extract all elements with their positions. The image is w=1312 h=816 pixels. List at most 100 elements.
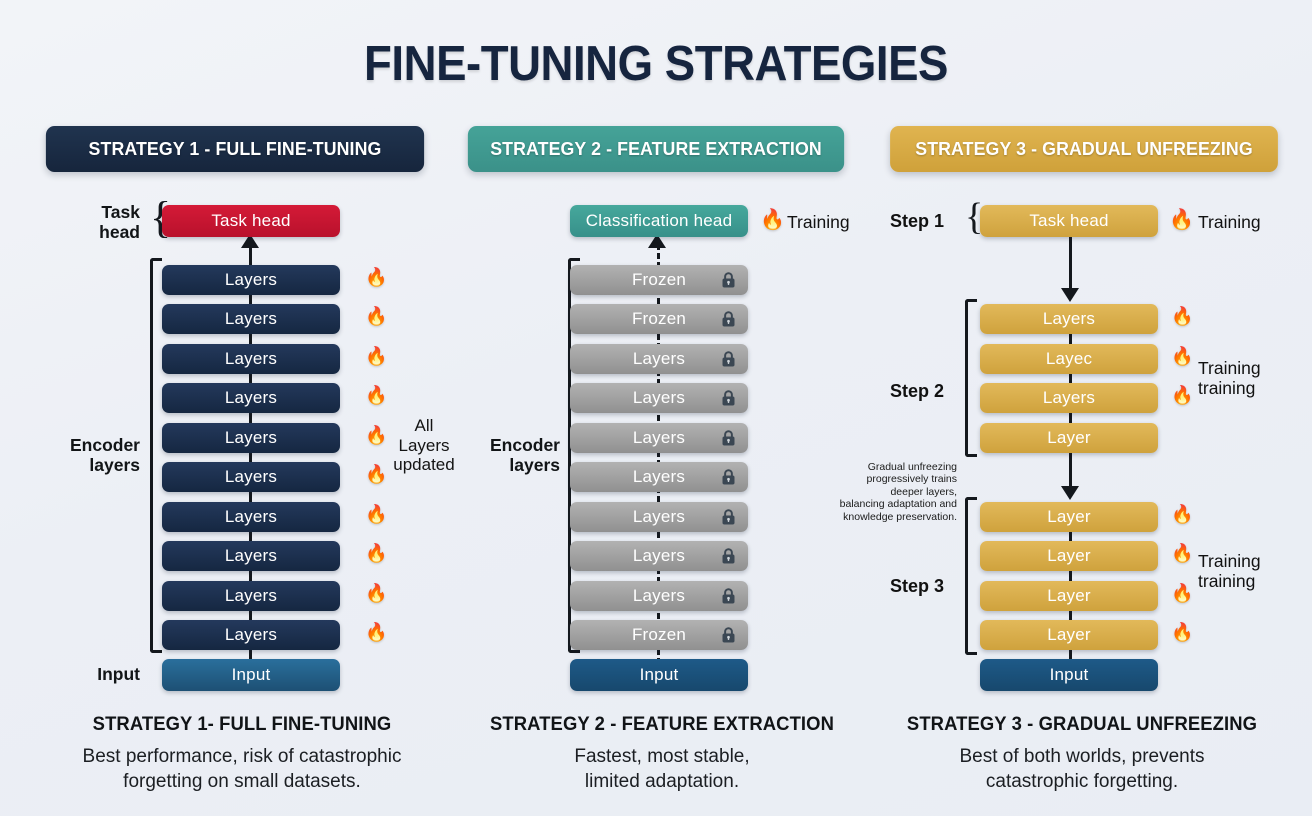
bracket-step-3 <box>965 497 977 655</box>
banner-strategy-1: STRATEGY 1 - FULL FINE-TUNING <box>45 126 425 172</box>
footer-title: STRATEGY 2 - FEATURE EXTRACTION <box>490 714 834 736</box>
banner-strategy-2: STRATEGY 2 - FEATURE EXTRACTION <box>467 126 845 172</box>
flow-spine-step1-2 <box>1069 236 1072 293</box>
lock-icon <box>722 390 735 406</box>
flame-icon: 🔥 <box>1171 504 1194 524</box>
classification-head-bar[interactable]: Classification head <box>570 205 748 237</box>
lock-icon <box>722 272 735 288</box>
lock-icon <box>722 509 735 525</box>
layer-bar[interactable]: Frozen <box>570 620 748 650</box>
layer-bar[interactable]: Layers <box>570 462 748 492</box>
flow-arrow-down-1 <box>1061 288 1079 302</box>
footer-strategy-3: STRATEGY 3 - GRADUAL UNFREEZING Best of … <box>872 714 1292 794</box>
lock-icon <box>722 351 735 367</box>
footer-strategy-2: STRATEGY 2 - FEATURE EXTRACTION Fastest,… <box>452 714 872 794</box>
flame-icon: 🔥 <box>1171 543 1194 563</box>
layer-bar[interactable]: Layers <box>570 502 748 532</box>
layer-bar[interactable]: Layers <box>162 265 340 295</box>
note-all-layers-updated: All Layers updated <box>393 416 455 475</box>
layer-bar[interactable]: Layer <box>980 541 1158 571</box>
flow-arrow-up-2 <box>648 234 666 248</box>
lock-icon <box>722 469 735 485</box>
layer-bar[interactable]: Layers <box>570 541 748 571</box>
layer-bar[interactable]: Layers <box>980 383 1158 413</box>
label-encoder-layers: Encoder layers <box>69 435 140 475</box>
flame-icon: 🔥 <box>365 583 388 603</box>
layer-bar[interactable]: Layec <box>980 344 1158 374</box>
label-encoder-layers: Encoder layers <box>489 435 560 475</box>
task-head-bar[interactable]: Task head <box>980 205 1158 237</box>
bracket-encoder-layers <box>568 258 580 653</box>
brace-step-1: { <box>965 196 984 238</box>
flow-spine-1 <box>249 244 252 664</box>
label-step-3: Step 3 <box>890 576 945 596</box>
flame-icon: 🔥 <box>1171 583 1194 603</box>
input-bar[interactable]: Input <box>980 659 1158 691</box>
flame-icon: 🔥 <box>365 346 388 366</box>
lock-icon <box>722 430 735 446</box>
bracket-encoder-layers <box>150 258 162 653</box>
flame-icon: 🔥 <box>1169 209 1194 231</box>
flame-icon: 🔥 <box>365 267 388 287</box>
footer-title: STRATEGY 1- FULL FINE-TUNING <box>92 714 392 736</box>
flow-spine-2 <box>657 244 660 664</box>
layer-bar[interactable]: Layers <box>162 541 340 571</box>
flame-icon: 🔥 <box>365 306 388 326</box>
column-strategy-1: STRATEGY 1 - FULL FINE-TUNING Task head … <box>22 0 462 816</box>
lock-icon <box>722 627 735 643</box>
column-strategy-3: STRATEGY 3 - GRADUAL UNFREEZING Step 1 {… <box>840 0 1292 816</box>
flame-icon: 🔥 <box>1171 346 1194 366</box>
label-step-1: Step 1 <box>890 211 945 231</box>
layer-bar[interactable]: Layer <box>980 502 1158 532</box>
flow-arrow-down-2 <box>1061 486 1079 500</box>
input-bar[interactable]: Input <box>570 659 748 691</box>
flame-icon: 🔥 <box>365 622 388 642</box>
flame-icon: 🔥 <box>760 209 785 231</box>
label-step-2: Step 2 <box>890 381 945 401</box>
layer-bar[interactable]: Layer <box>980 423 1158 453</box>
layer-bar[interactable]: Layer <box>980 620 1158 650</box>
footer-title: STRATEGY 3 - GRADUAL UNFREEZING <box>906 714 1258 736</box>
layer-bar[interactable]: Layer <box>980 581 1158 611</box>
layer-bar[interactable]: Layers <box>162 581 340 611</box>
flow-arrow-up-1 <box>241 234 259 248</box>
layer-bar[interactable]: Layers <box>980 304 1158 334</box>
layer-bar[interactable]: Layers <box>570 383 748 413</box>
annotation-gradual-unfreezing: Gradual unfreezing progressively trains … <box>839 461 957 523</box>
lock-icon <box>722 588 735 604</box>
label-input: Input <box>97 664 140 684</box>
status-training: Training <box>787 212 850 232</box>
flame-icon: 🔥 <box>365 385 388 405</box>
lock-icon <box>722 548 735 564</box>
label-task-head: Task head <box>99 202 140 242</box>
footer-description: Best of both worlds, prevents catastroph… <box>959 746 1205 792</box>
layer-bar[interactable]: Layers <box>162 620 340 650</box>
page-title: FINE-TUNING STRATEGIES <box>364 37 948 91</box>
layer-bar[interactable]: Layers <box>162 462 340 492</box>
status-training: Training <box>1198 212 1261 232</box>
flame-icon: 🔥 <box>1171 385 1194 405</box>
flame-icon: 🔥 <box>365 464 388 484</box>
layer-bar[interactable]: Layers <box>570 581 748 611</box>
status-step-2: Training training <box>1198 358 1261 399</box>
layer-bar[interactable]: Layers <box>570 423 748 453</box>
layer-bar[interactable]: Frozen <box>570 304 748 334</box>
flow-spine-step2-3 <box>1069 450 1072 490</box>
input-bar[interactable]: Input <box>162 659 340 691</box>
footer-description: Best performance, risk of catastrophic f… <box>82 746 402 792</box>
layer-bar[interactable]: Layers <box>570 344 748 374</box>
flame-icon: 🔥 <box>1171 306 1194 326</box>
layer-bar[interactable]: Layers <box>162 423 340 453</box>
bracket-step-2 <box>965 299 977 457</box>
layer-bar[interactable]: Layers <box>162 502 340 532</box>
banner-strategy-3: STRATEGY 3 - GRADUAL UNFREEZING <box>890 126 1278 172</box>
flame-icon: 🔥 <box>365 543 388 563</box>
footer-description: Fastest, most stable, limited adaptation… <box>574 746 750 792</box>
layer-bar[interactable]: Layers <box>162 344 340 374</box>
layer-bar[interactable]: Layers <box>162 383 340 413</box>
layer-bar[interactable]: Layers <box>162 304 340 334</box>
task-head-bar[interactable]: Task head <box>162 205 340 237</box>
layer-bar[interactable]: Frozen <box>570 265 748 295</box>
flame-icon: 🔥 <box>365 425 388 445</box>
